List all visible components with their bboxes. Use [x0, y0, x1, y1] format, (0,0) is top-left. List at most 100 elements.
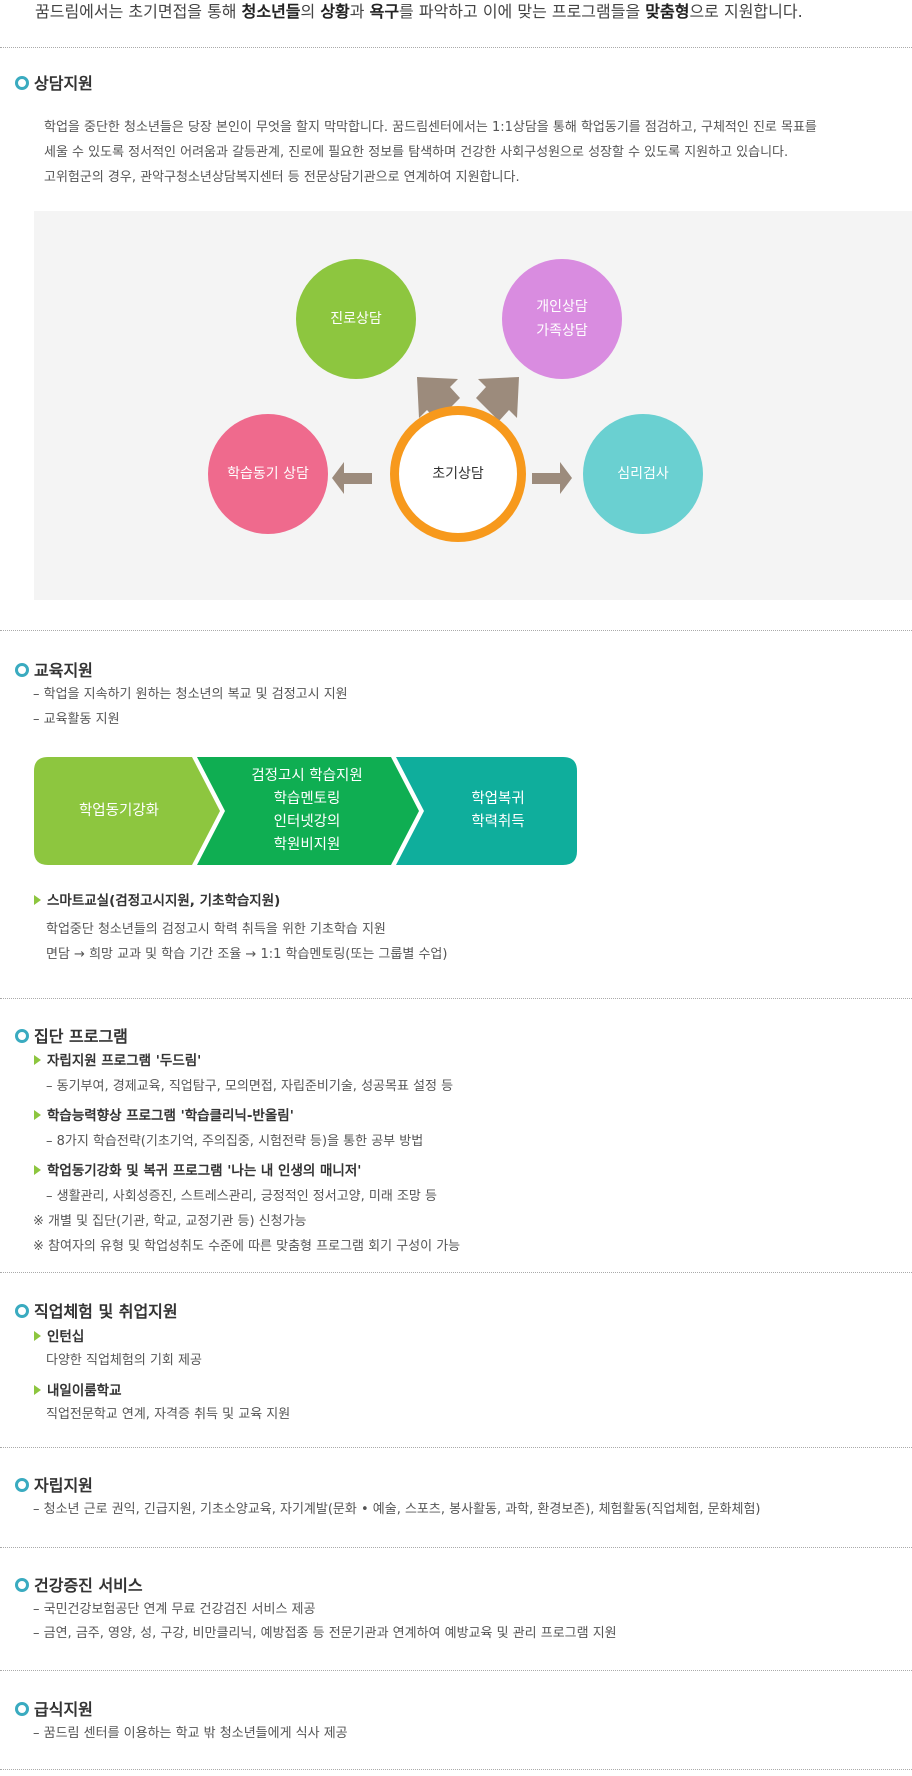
sub-title-text: 학습능력향상 프로그램 '학습클리닉-반올림' — [47, 1108, 294, 1124]
circle-bullet-icon — [15, 663, 29, 677]
circle-label: 가족상담 — [536, 323, 588, 339]
intro-part: 를 파악하고 이에 맞는 프로그램들을 — [399, 2, 646, 21]
sub-title-text: 내일이룸학교 — [47, 1383, 122, 1399]
group-program-desc: – 8가지 학습전략(기초기억, 주의집중, 시험전략 등)을 통한 공부 방법 — [46, 1134, 424, 1149]
flow-shapes — [34, 757, 577, 865]
sub-title-text: 스마트교실(검정고시지원, 기초학습지원) — [47, 893, 281, 909]
divider — [0, 1769, 912, 1770]
group-program-title: 자립지원 프로그램 '두드림' — [34, 1051, 201, 1071]
circle-label: 초기상담 — [432, 466, 484, 482]
circle-bullet-icon — [15, 1478, 29, 1492]
flow-text: 검정고시 학습지원 — [251, 768, 363, 784]
intro-part: 의 — [300, 2, 321, 21]
divider — [0, 1670, 912, 1671]
independence-desc: – 청소년 근로 권익, 긴급지원, 기초소양교육, 자기계발(문화 • 예술,… — [33, 1502, 761, 1517]
section-title-counseling: 상담지원 — [15, 74, 93, 94]
flow-step-3-label: 학업복귀 학력취득 — [419, 757, 577, 865]
triangle-bullet-icon — [34, 1110, 41, 1120]
counseling-description: 학업을 중단한 청소년들은 당장 본인이 무엇을 할지 막막합니다. 꿈드림센터… — [44, 115, 817, 190]
education-flow: 학업동기강화 검정고시 학습지원 학습멘토링 인터넷강의 학원비지원 학업복귀 … — [34, 757, 577, 865]
circle-label: 개인상담 — [536, 299, 588, 315]
group-program-title: 학습능력향상 프로그램 '학습클리닉-반올림' — [34, 1106, 294, 1126]
circle-label: 학습동기 상담 — [227, 466, 309, 482]
flow-text: 학원비지원 — [273, 837, 341, 853]
intro-text: 꿈드림에서는 초기면접을 통해 청소년들의 상황과 욕구를 파악하고 이에 맞는… — [35, 0, 912, 24]
education-item: – 교육활동 지원 — [33, 712, 120, 727]
section-title-health: 건강증진 서비스 — [15, 1576, 143, 1596]
flow-step-1-label: 학업동기강화 — [34, 757, 204, 865]
intro-part: 으로 지원합니다. — [689, 2, 803, 21]
arrow-left-icon — [332, 462, 372, 494]
flow-step-3-shape — [396, 757, 577, 865]
circle-bullet-icon — [15, 1029, 29, 1043]
triangle-bullet-icon — [34, 1165, 41, 1175]
triangle-bullet-icon — [34, 1331, 41, 1341]
flow-text: 인터넷강의 — [273, 814, 341, 830]
intro-bold: 맞춤형 — [645, 2, 690, 21]
psych-test-circle: 심리검사 — [583, 414, 703, 534]
circle-label: 진로상담 — [330, 311, 382, 327]
group-program-desc: – 동기부여, 경제교육, 직업탐구, 모의면접, 자립준비기술, 성공목표 설… — [46, 1079, 454, 1094]
education-item: – 학업을 지속하기 원하는 청소년의 복교 및 검정고시 지원 — [33, 687, 348, 702]
divider — [0, 1447, 912, 1448]
smart-class-title: 스마트교실(검정고시지원, 기초학습지원) — [34, 891, 280, 911]
job-sub-title: 내일이룸학교 — [34, 1381, 122, 1401]
paragraph-line: 고위험군의 경우, 관악구청소년상담복지센터 등 전문상담기관으로 연계하여 지… — [44, 170, 520, 185]
arrow-up-left-icon — [417, 377, 460, 421]
section-title-text: 직업체험 및 취업지원 — [34, 1302, 178, 1321]
meal-desc: – 꿈드림 센터를 이용하는 학교 밖 청소년들에게 식사 제공 — [33, 1726, 348, 1741]
paragraph-line: 학업을 중단한 청소년들은 당장 본인이 무엇을 할지 막막합니다. 꿈드림센터… — [44, 120, 817, 135]
section-title-group: 집단 프로그램 — [15, 1027, 128, 1047]
job-sub-desc: 다양한 직업체험의 기회 제공 — [46, 1353, 202, 1368]
sub-title-text: 자립지원 프로그램 '두드림' — [47, 1053, 202, 1069]
section-title-text: 교육지원 — [34, 661, 93, 680]
flow-text: 학습멘토링 — [273, 791, 341, 807]
circle-bullet-icon — [15, 76, 29, 90]
intro-part: 과 — [349, 2, 370, 21]
divider — [0, 47, 912, 48]
paragraph-line: 세울 수 있도록 정서적인 어려움과 갈등관계, 진로에 필요한 정보를 탐색하… — [44, 145, 789, 160]
flow-text: 학업동기강화 — [78, 802, 160, 819]
flow-step-2-label: 검정고시 학습지원 학습멘토링 인터넷강의 학원비지원 — [222, 757, 392, 865]
group-note: ※ 참여자의 유형 및 학업성취도 수준에 따른 맞춤형 프로그램 회기 구성이… — [33, 1239, 461, 1254]
smart-class-line: 학업중단 청소년들의 검정고시 학력 취득을 위한 기초학습 지원 — [46, 922, 386, 937]
health-desc: – 금연, 금주, 영양, 성, 구강, 비만클리닉, 예방접종 등 전문기관과… — [33, 1626, 617, 1641]
group-program-title: 학업동기강화 및 복귀 프로그램 '나는 내 인생의 매니저' — [34, 1161, 361, 1181]
flow-step-2-shape — [197, 757, 419, 865]
section-title-text: 집단 프로그램 — [34, 1027, 128, 1046]
flow-step-1-shape — [34, 757, 220, 865]
divider — [0, 1272, 912, 1273]
intro-bold: 욕구 — [369, 2, 400, 21]
section-title-independence: 자립지원 — [15, 1476, 93, 1496]
job-sub-title: 인턴십 — [34, 1327, 84, 1347]
career-counseling-circle: 진로상담 — [296, 259, 416, 379]
section-title-meal: 급식지원 — [15, 1700, 93, 1720]
arrow-up-right-icon — [476, 377, 519, 421]
sub-title-text: 학업동기강화 및 복귀 프로그램 '나는 내 인생의 매니저' — [47, 1163, 362, 1179]
motivation-counseling-circle: 학습동기 상담 — [208, 414, 328, 534]
intro-bold: 상황 — [320, 2, 350, 21]
circle-bullet-icon — [15, 1578, 29, 1592]
divider — [0, 1547, 912, 1548]
group-program-desc: – 생활관리, 사회성증진, 스트레스관리, 긍정적인 정서고양, 미래 조망 … — [46, 1189, 437, 1204]
triangle-bullet-icon — [34, 1385, 41, 1395]
intro-bold: 청소년들 — [241, 2, 301, 21]
initial-counseling-circle: 초기상담 — [390, 406, 526, 542]
health-desc: – 국민건강보험공단 연계 무료 건강검진 서비스 제공 — [33, 1602, 316, 1617]
sub-title-text: 인턴십 — [47, 1329, 85, 1345]
job-sub-desc: 직업전문학교 연계, 자격증 취득 및 교육 지원 — [46, 1407, 291, 1422]
divider — [0, 998, 912, 999]
flow-text: 학력취득 — [471, 814, 525, 830]
section-title-text: 건강증진 서비스 — [34, 1576, 143, 1595]
circle-bullet-icon — [15, 1702, 29, 1716]
diagram-arrows — [332, 377, 572, 494]
intro-part: 꿈드림에서는 초기면접을 통해 — [35, 2, 242, 21]
section-title-job: 직업체험 및 취업지원 — [15, 1302, 178, 1322]
flow-text: 학업복귀 — [471, 791, 525, 807]
group-note: ※ 개별 및 집단(기관, 학교, 교정기관 등) 신청가능 — [33, 1214, 307, 1229]
triangle-bullet-icon — [34, 895, 41, 905]
triangle-bullet-icon — [34, 1055, 41, 1065]
smart-class-line: 면담 → 희망 교과 및 학습 기간 조율 → 1:1 학습멘토링(또는 그룹별… — [46, 947, 448, 962]
